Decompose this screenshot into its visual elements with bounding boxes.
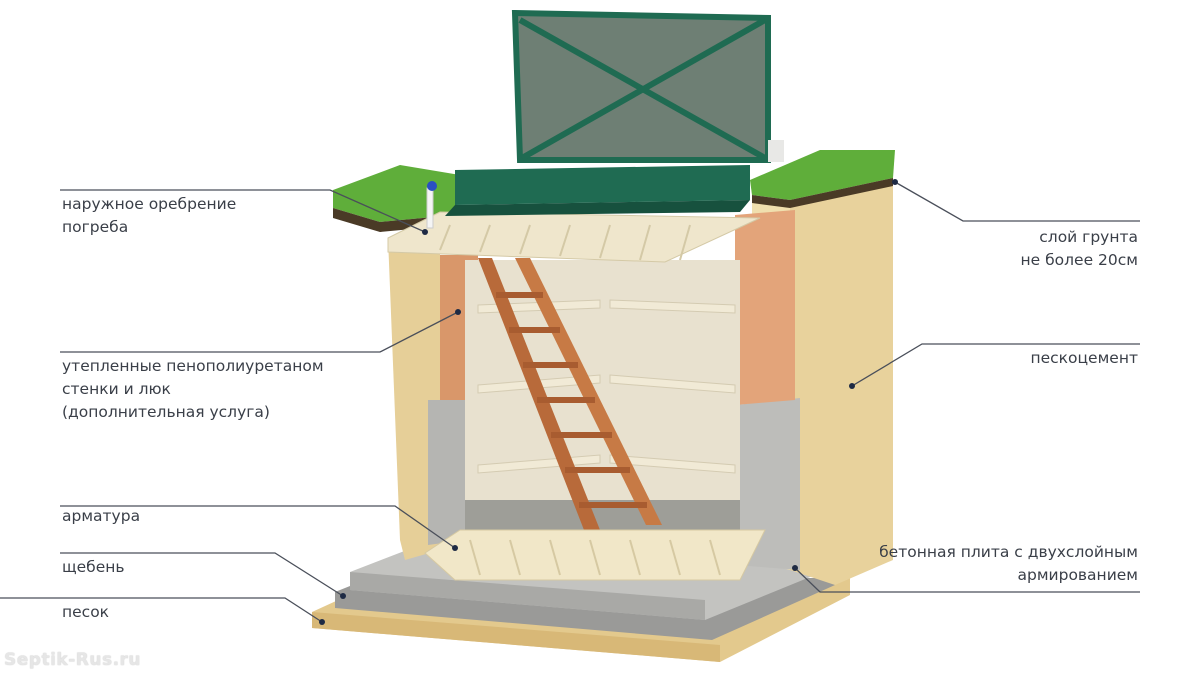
- vent-cap: [768, 140, 784, 162]
- grass-layer-right: [750, 150, 895, 200]
- label-line: стенки и люк: [62, 380, 171, 398]
- label-line: бетонная плита с двухслойным: [879, 543, 1138, 561]
- label-sand: песок: [62, 603, 110, 621]
- label-rebar: арматура: [62, 507, 141, 525]
- sand-cement-right: [790, 178, 893, 585]
- label-concrete-slab: бетонная плита с двухслойным армирование…: [879, 541, 1138, 587]
- label-line: погреба: [62, 218, 129, 236]
- watermark: Septik-Rus.ru: [4, 650, 142, 670]
- concrete-wall-left: [428, 400, 465, 545]
- ladder: [478, 258, 662, 530]
- label-line: утепленные пенополиуретаном: [62, 357, 324, 375]
- label-line: не более 20см: [1020, 251, 1138, 269]
- insulation-right: [735, 210, 795, 405]
- lid-cross-brace: [518, 17, 767, 161]
- label-line: (дополнительная услуга): [62, 403, 270, 421]
- hatch-frame: [455, 165, 750, 205]
- sand-cement-left: [388, 238, 440, 560]
- concrete-wall-right: [735, 398, 800, 570]
- leader-lines: [0, 181, 1140, 623]
- label-line: наружное оребрение: [62, 195, 237, 213]
- label-crushed-stone: щебень: [62, 558, 125, 576]
- leader-dots: [319, 179, 898, 625]
- vent-pipe: [426, 187, 434, 229]
- label-line: армированием: [1017, 566, 1139, 584]
- label-line: слой грунта: [1039, 228, 1138, 246]
- top-ribbing: [387, 211, 761, 263]
- label-soil-layer: слой грунта не более 20см: [1021, 226, 1138, 272]
- label-external-ribbing: наружное оребрение погреба: [62, 193, 236, 239]
- label-sand-cement: пескоцемент: [1030, 349, 1138, 367]
- label-insulated-walls: утепленные пенополиуретаном стенки и люк…: [62, 355, 324, 424]
